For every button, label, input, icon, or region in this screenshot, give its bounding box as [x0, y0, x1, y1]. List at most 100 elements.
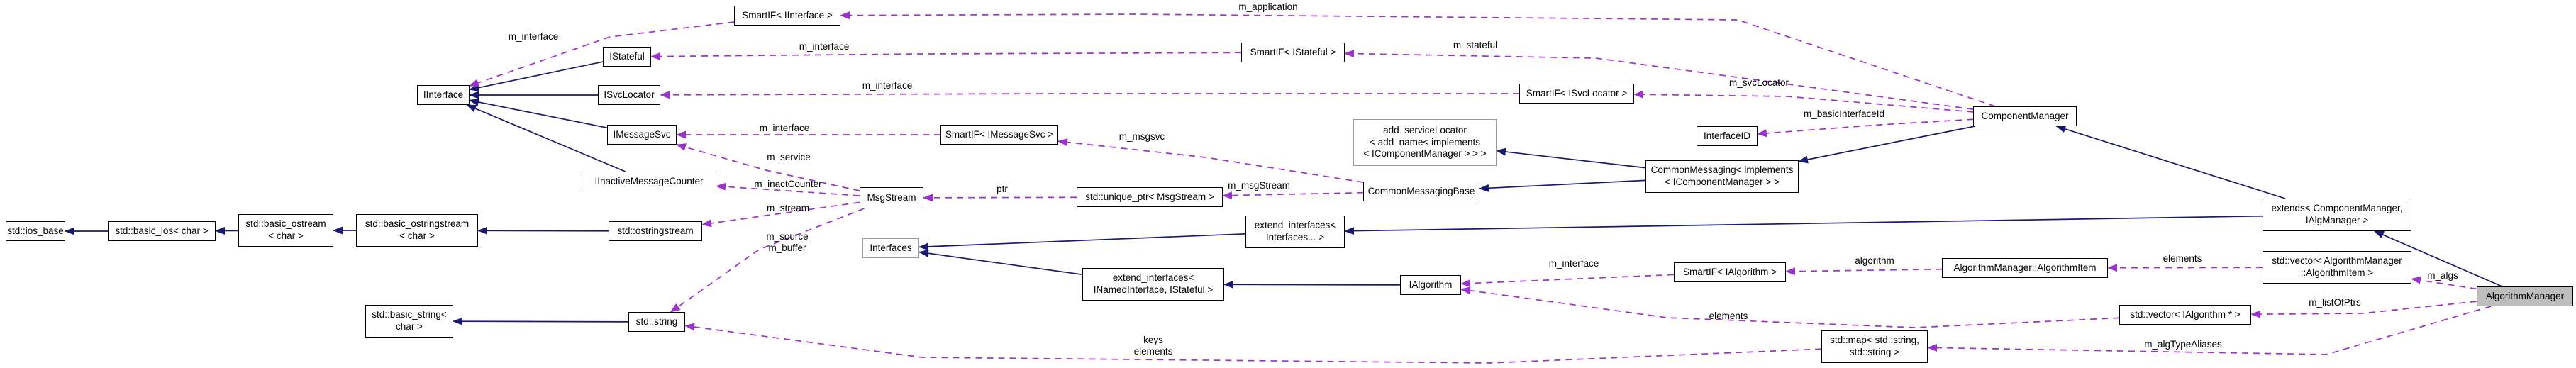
class-node-vector_algitem[interactable]: std::vector< AlgorithmManager::Algorithm… — [2263, 251, 2411, 284]
edge-vector_ialg-to-ialgorithm — [1460, 286, 2120, 328]
class-node-label: std::unique_ptr< MsgStream > — [1085, 191, 1214, 202]
edge-smartif_ialgorithm-to-ialgorithm — [1460, 274, 1675, 288]
class-node-label: std::vector< IAlgorithm * > — [2130, 308, 2241, 320]
edge-ostringstream-to-basic_ostringstream — [477, 226, 609, 235]
class-node-label: std::basic_ios< char > — [115, 225, 209, 236]
class-node-add_servicelocator[interactable]: add_serviceLocator< add_name< implements… — [1353, 119, 1497, 166]
class-node-label: < char > — [268, 230, 304, 241]
edge-msgstream-to-imessagesvc — [676, 143, 860, 191]
edge-extends_cm-to-extend_interfaces_variadic — [1344, 215, 2263, 235]
class-node-label: std::basic_ostringstream — [365, 218, 470, 230]
class-node-string[interactable]: std::string — [628, 312, 685, 332]
class-node-label: ComponentManager — [1981, 110, 2069, 121]
edge-componentmanager-to-interfaceid — [1757, 118, 1974, 138]
class-node-label: std::ostringstream — [617, 225, 694, 236]
edge-smartif_isvclocator-to-isvclocator — [660, 91, 1519, 99]
edge-algorithmmanager-to-vector_algitem — [2411, 276, 2477, 290]
edge-commonmessagingbase-to-unique_ptr_msgstream — [1222, 191, 1364, 200]
class-node-unique_ptr_msgstream[interactable]: std::unique_ptr< MsgStream > — [1077, 187, 1223, 207]
class-node-ios_base[interactable]: std::ios_base — [6, 221, 65, 241]
class-node-label: std::basic_ostream — [245, 218, 326, 230]
class-node-basic_ios[interactable]: std::basic_ios< char > — [108, 221, 216, 241]
class-node-extend_interfaces_variadic[interactable]: extend_interfaces<Interfaces... > — [1245, 216, 1345, 248]
edge-unique_ptr_msgstream-to-msgstream — [923, 194, 1077, 202]
edge-algorithmmanager-to-vector_ialg — [2250, 301, 2477, 318]
edge-map_string-to-string — [684, 323, 1822, 364]
class-node-label: Interfaces — [870, 242, 912, 253]
class-node-label: SmartIF< IAlgorithm > — [1682, 266, 1777, 277]
class-node-label: SmartIF< ISvcLocator > — [1526, 87, 1628, 99]
edge-extends_cm-to-componentmanager — [2055, 125, 2286, 199]
class-node-label: Interfaces... > — [1265, 232, 1325, 242]
class-node-basic_ostringstream[interactable]: std::basic_ostringstream< char > — [356, 214, 478, 247]
class-node-label: InterfaceID — [1703, 130, 1751, 141]
class-node-label: std::string — [635, 316, 678, 327]
class-node-commonmessaging[interactable]: CommonMessaging< implements< IComponentM… — [1645, 160, 1799, 193]
class-node-ialgorithm[interactable]: IAlgorithm — [1400, 275, 1461, 295]
class-node-label: CommonMessagingBase — [1367, 185, 1475, 196]
class-node-label: INamedInterface, IStateful > — [1093, 284, 1214, 295]
class-node-label: MsgStream — [867, 191, 916, 203]
edge-componentmanager-to-smartif_isvclocator — [1633, 90, 1974, 113]
class-node-label: IStateful — [609, 50, 645, 62]
class-node-label: < add_name< implements — [1369, 136, 1481, 147]
class-node-istateful[interactable]: IStateful — [603, 47, 651, 67]
edge-msgstream-to-ostringstream — [701, 201, 860, 228]
edge-algorithmmanager-to-map_string — [1927, 306, 2492, 355]
class-node-label: extend_interfaces< — [1254, 220, 1336, 231]
class-node-basic_string[interactable]: std::basic_string<char > — [365, 305, 453, 338]
class-node-iinterface[interactable]: IInterface — [417, 85, 470, 105]
class-node-label: extends< ComponentManager, — [2271, 203, 2403, 214]
class-node-msgstream[interactable]: MsgStream — [860, 187, 923, 208]
class-node-label: std::map< std::string, — [1830, 335, 1919, 346]
edge-istateful-to-iinterface — [469, 61, 604, 92]
class-node-label: IMessageSvc — [613, 128, 671, 140]
edge-componentmanager-to-commonmessaging — [1798, 126, 1975, 164]
class-node-smartif_iinterface[interactable]: SmartIF< IInterface > — [734, 6, 840, 26]
class-node-label: SmartIF< IMessageSvc > — [945, 128, 1054, 140]
class-node-ostringstream[interactable]: std::ostringstream — [609, 221, 702, 241]
edge-componentmanager-to-smartif_istateful — [1344, 50, 1974, 110]
class-node-isvclocator[interactable]: ISvcLocator — [598, 85, 660, 105]
class-node-algitem[interactable]: AlgorithmManager::AlgorithmItem — [1942, 258, 2108, 278]
edge-msgstream-to-iinactivemessagecounter — [716, 182, 860, 196]
edge-algorithmmanager-to-extends_cm — [2374, 230, 2503, 287]
class-node-interfaceid[interactable]: InterfaceID — [1697, 126, 1758, 146]
edge-msgstream-to-string — [670, 208, 865, 313]
class-node-smartif_ialgorithm[interactable]: SmartIF< IAlgorithm > — [1674, 262, 1786, 282]
class-node-label: AlgorithmManager::AlgorithmItem — [1953, 262, 2097, 273]
class-node-label: std::string > — [1849, 347, 1900, 357]
class-node-smartif_istateful[interactable]: SmartIF< IStateful > — [1241, 43, 1345, 62]
class-node-vector_ialg[interactable]: std::vector< IAlgorithm * > — [2119, 305, 2251, 325]
edge-extend_interfaces_variadic-to-interfaces — [918, 233, 1246, 251]
edge-commonmessagingbase-to-smartif_imessagesvc — [1057, 138, 1364, 183]
class-node-label: std::ios_base — [7, 225, 64, 236]
class-node-label: std::vector< AlgorithmManager — [2272, 255, 2402, 267]
class-node-componentmanager[interactable]: ComponentManager — [1973, 106, 2077, 126]
edge-imessagesvc-to-iinterface — [469, 98, 608, 129]
class-node-label: char > — [396, 321, 423, 332]
edge-algitem-to-smartif_ialgorithm — [1785, 267, 1943, 276]
class-node-algorithmmanager[interactable]: AlgorithmManager — [2477, 286, 2573, 306]
edge-commonmessaging-to-add_servicelocator — [1496, 147, 1646, 169]
class-node-smartif_isvclocator[interactable]: SmartIF< ISvcLocator > — [1519, 84, 1634, 104]
edge-commonmessaging-to-commonmessagingbase — [1479, 179, 1646, 192]
class-node-interfaces[interactable]: Interfaces — [862, 238, 919, 258]
edge-iinactivemessagecounter-to-iinterface — [466, 104, 626, 172]
class-node-commonmessagingbase[interactable]: CommonMessagingBase — [1363, 182, 1479, 201]
class-node-label: ISvcLocator — [604, 89, 655, 100]
class-node-basic_ostream[interactable]: std::basic_ostream< char > — [238, 214, 333, 247]
class-node-imessagesvc[interactable]: IMessageSvc — [607, 125, 677, 145]
class-node-label: < IComponentManager > > > — [1363, 148, 1487, 160]
class-node-smartif_imessagesvc[interactable]: SmartIF< IMessageSvc > — [940, 125, 1058, 145]
class-node-iinactivemessagecounter[interactable]: IInactiveMessageCounter — [582, 172, 716, 191]
class-node-extend_interfaces_named[interactable]: extend_interfaces<INamedInterface, IStat… — [1082, 268, 1224, 301]
class-node-extends_cm[interactable]: extends< ComponentManager,IAlgManager > — [2263, 199, 2411, 231]
edge-smartif_iinterface-to-iinterface — [469, 21, 735, 87]
class-node-label: IInterface — [423, 89, 464, 100]
class-node-label: SmartIF< IStateful > — [1250, 46, 1336, 57]
class-node-map_string[interactable]: std::map< std::string,std::string > — [1821, 330, 1928, 363]
class-node-label: std::basic_string< — [372, 309, 447, 320]
class-node-label: CommonMessaging< implements — [1650, 165, 1794, 176]
